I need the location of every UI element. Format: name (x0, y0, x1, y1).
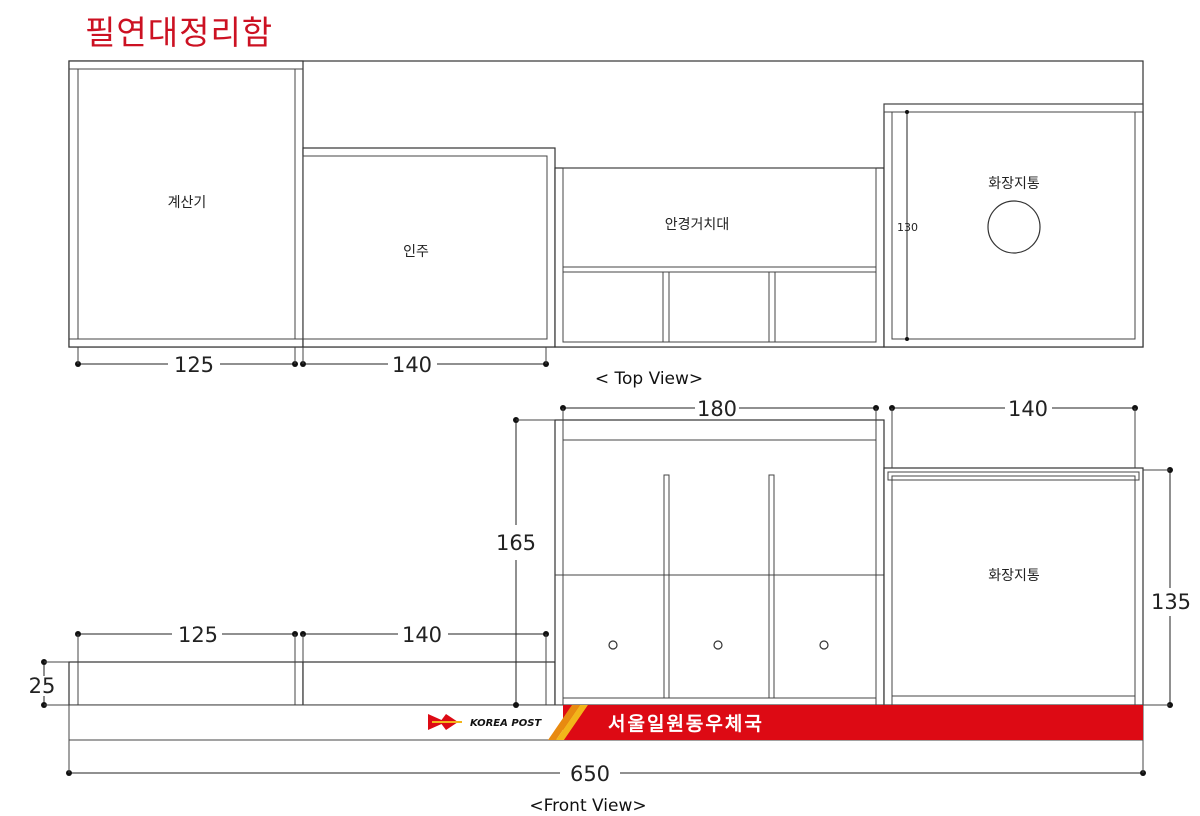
top-dim-tissue-height: 130 (897, 221, 918, 234)
front-dim-total-width: 650 (66, 740, 1146, 786)
front-dim-seal-width: 140 (300, 623, 549, 662)
svg-text:180: 180 (697, 397, 737, 421)
front-dim-glasses-height: 165 (496, 417, 555, 708)
top-view-caption: < Top View> (595, 369, 703, 389)
top-label-glasses: 안경거치대 (665, 217, 729, 233)
svg-text:25: 25 (29, 674, 56, 698)
banner-red (563, 705, 1143, 740)
svg-text:140: 140 (392, 353, 432, 377)
front-dim-calculator-width: 125 (75, 623, 298, 662)
svg-text:125: 125 (174, 353, 214, 377)
drawer-knob-icon (713, 640, 723, 650)
front-tissue-box: 화장지통 (883, 467, 1144, 706)
korea-post-logo-icon (428, 714, 462, 730)
top-dim-seal: 140 (300, 347, 549, 377)
front-glasses-stand (554, 419, 885, 706)
svg-text:650: 650 (570, 762, 610, 786)
svg-text:135: 135 (1151, 590, 1191, 614)
front-dim-glasses-width: 180 (560, 397, 879, 421)
top-seal-compartment (302, 147, 556, 348)
top-tissue-box (883, 103, 1144, 348)
diagram-title: 필연대정리함 (85, 13, 274, 52)
svg-text:125: 125 (178, 623, 218, 647)
front-seal-tray (302, 661, 556, 706)
front-view: 화장지통 KOREA POST 서울일원동우체국 180 (29, 397, 1191, 816)
drawer-knob-icon (608, 640, 618, 650)
front-dim-tissue-height: 135 (1143, 467, 1191, 708)
front-calculator-tray (68, 661, 304, 706)
front-view-caption: <Front View> (529, 796, 646, 816)
top-label-seal: 인주 (403, 244, 429, 260)
top-glasses-stand (554, 167, 885, 348)
drawer-knob-icon (819, 640, 829, 650)
svg-text:140: 140 (1008, 397, 1048, 421)
front-banner: KOREA POST 서울일원동우체국 (68, 704, 1144, 741)
tissue-opening-icon (987, 200, 1041, 254)
front-label-tissue: 화장지통 (988, 568, 1040, 584)
svg-text:165: 165 (496, 531, 536, 555)
korea-post-logo-text: KOREA POST (470, 718, 542, 729)
top-view: 계산기 인주 안경거치대 화장지통 130 125 140 < Top View… (68, 60, 1144, 389)
top-label-calculator: 계산기 (168, 195, 207, 211)
top-dim-calculator: 125 (75, 347, 298, 377)
top-label-tissue: 화장지통 (988, 176, 1040, 192)
front-dim-base-height: 25 (29, 659, 69, 708)
post-office-name: 서울일원동우체국 (608, 713, 764, 735)
top-calculator-compartment (68, 60, 304, 348)
front-dim-tissue-width: 140 (889, 397, 1138, 468)
svg-text:140: 140 (402, 623, 442, 647)
